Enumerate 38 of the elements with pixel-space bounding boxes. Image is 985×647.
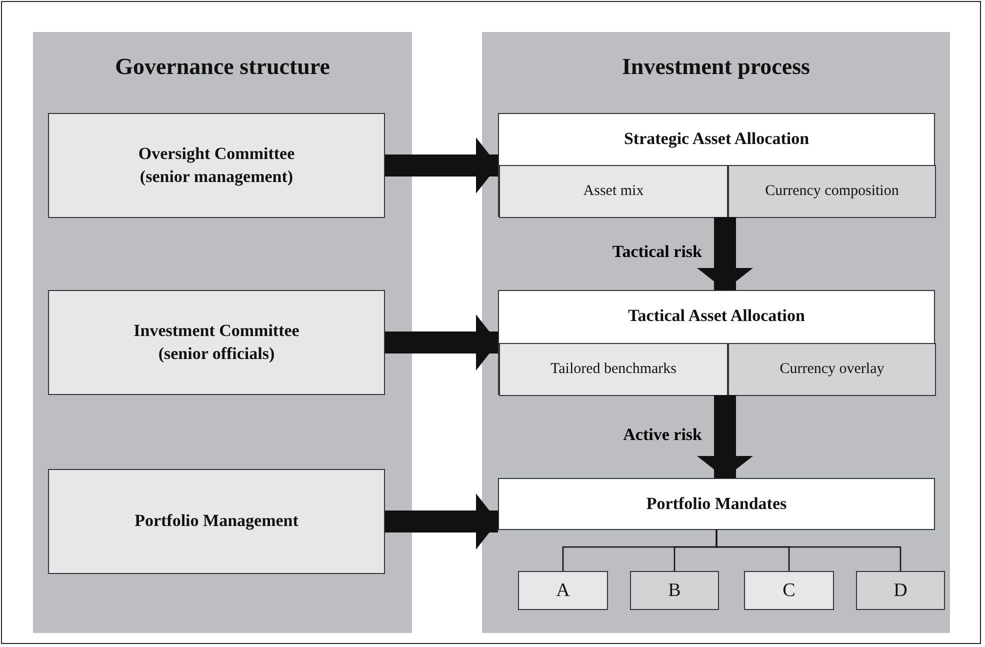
block-arrow (697, 395, 753, 478)
block-arrow (385, 314, 498, 370)
box-label: Portfolio Management (134, 510, 300, 532)
box-label: Portfolio Mandates (646, 494, 787, 514)
mandate-box (518, 571, 608, 610)
panel-heading: Investment process (620, 54, 812, 80)
box-label: Oversight Committee (senior management) (137, 143, 296, 188)
allocation-cell (499, 165, 728, 218)
mandate-label: D (894, 580, 908, 602)
allocation-box (498, 290, 935, 395)
mandate-label: B (668, 580, 681, 602)
cell-label: Tailored benchmarks (550, 361, 676, 378)
allocation-cell (728, 165, 936, 218)
mandate-box (856, 571, 945, 610)
mandates-box (498, 478, 935, 530)
allocation-box (498, 113, 935, 217)
committee-box (48, 113, 385, 218)
box-heading: Strategic Asset Allocation (622, 128, 810, 150)
panel (482, 32, 950, 633)
mandate-label: C (782, 580, 796, 602)
allocation-cell (499, 343, 728, 396)
box-label: Investment Committee (senior officials) (132, 320, 300, 364)
block-arrow (385, 138, 498, 194)
mandate-box (630, 571, 719, 610)
block-arrow (385, 494, 498, 550)
cell-label: Asset mix (583, 183, 644, 200)
cell-label: Currency composition (765, 183, 899, 200)
block-arrow (697, 217, 753, 290)
committee-box (48, 469, 385, 574)
connector-line (716, 530, 902, 571)
cell-label: Currency overlay (780, 361, 884, 378)
allocation-cell (728, 343, 936, 396)
mandate-label: A (556, 580, 570, 602)
panel (33, 32, 412, 633)
committee-box (48, 290, 385, 395)
box-heading: Tactical Asset Allocation (627, 305, 806, 327)
panel-heading: Governance structure (114, 54, 331, 80)
mandate-box (744, 571, 834, 610)
